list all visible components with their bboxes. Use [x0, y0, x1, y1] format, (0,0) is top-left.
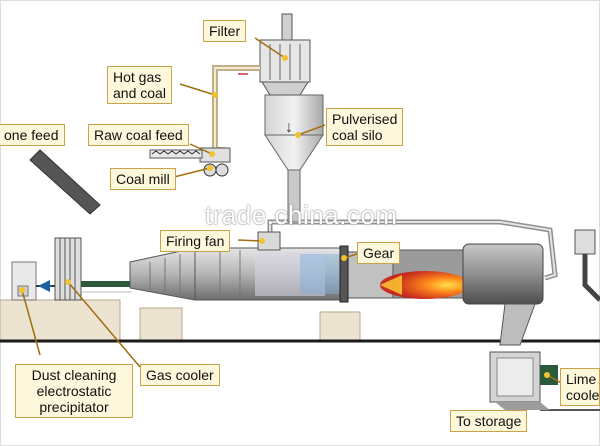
- pulverised-coal-silo: ↓: [264, 94, 324, 223]
- coal-mill: [199, 147, 231, 177]
- watermark: trade.china.com: [205, 200, 398, 230]
- label-hot-gas-and-coal: Hot gas and coal: [107, 66, 172, 104]
- label-raw-coal-feed: Raw coal feed: [88, 124, 189, 146]
- stone-feed-chute: [29, 149, 101, 215]
- label-pulverised-coal-silo: Pulverised coal silo: [326, 108, 404, 146]
- gas-cooler-unit: [54, 237, 82, 301]
- label-filter: Filter: [203, 20, 247, 42]
- label-gear: Gear: [357, 242, 401, 264]
- kiln-support-right: [319, 311, 361, 341]
- label-to-storage: To storage: [450, 410, 528, 432]
- kiln-support-left: [139, 307, 183, 341]
- cooler-chute: [499, 303, 536, 346]
- gear-ring: [339, 245, 349, 303]
- svg-text:↓: ↓: [285, 119, 293, 136]
- label-firing-fan: Firing fan: [160, 230, 231, 252]
- label-gas-cooler: Gas cooler: [140, 364, 220, 386]
- label-lime-cooler: Lime coole: [560, 368, 600, 406]
- rotary-kiln: [129, 243, 544, 305]
- label-stone-feed: one feed: [0, 124, 65, 146]
- kiln-hood: [462, 243, 544, 305]
- left-foundation: [0, 299, 121, 341]
- raw-coal-conveyor: [149, 149, 203, 159]
- right-fan: [574, 229, 596, 255]
- label-coal-mill: Coal mill: [110, 168, 176, 190]
- label-dust-cleaning-precipitator: Dust cleaning electrostatic precipitator: [15, 364, 133, 418]
- filter-unit: [259, 13, 311, 96]
- kiln-flame: [380, 271, 470, 299]
- hot-gas-pipe: [212, 65, 260, 153]
